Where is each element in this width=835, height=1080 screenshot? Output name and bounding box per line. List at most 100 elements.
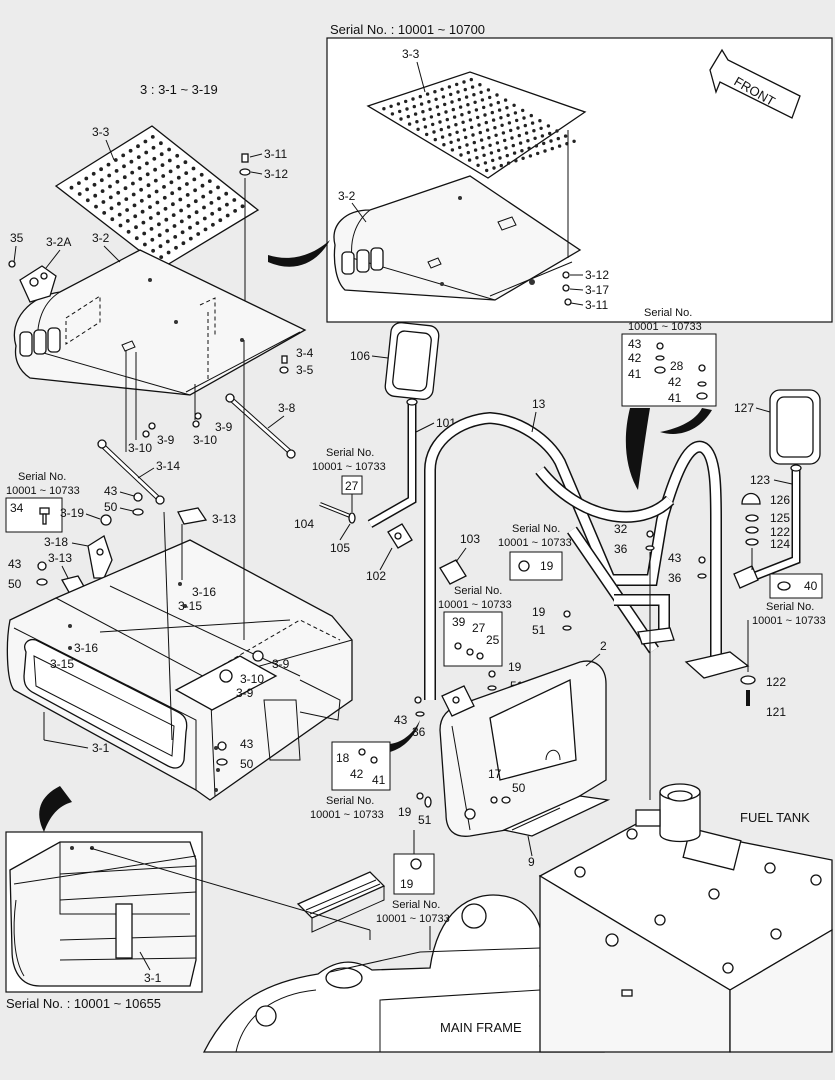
perforation-hole: [154, 189, 159, 194]
perforation-hole: [488, 143, 492, 147]
label-43-a: 43: [104, 484, 118, 498]
perforation-hole: [117, 201, 121, 206]
bolt-3-11: [239, 153, 251, 176]
perforation-hole: [106, 162, 111, 167]
perforation-hole: [440, 135, 445, 139]
perforation-hole: [517, 133, 521, 138]
perforation-hole: [151, 145, 156, 150]
perforation-hole: [441, 95, 446, 99]
perforation-hole: [425, 132, 429, 137]
perforation-hole: [162, 185, 166, 189]
perforation-hole: [140, 209, 145, 214]
label-3-15-a: 3-15: [178, 599, 202, 613]
perforation-hole: [449, 140, 453, 144]
perforation-hole: [495, 93, 499, 97]
label-3-2A: 3-2A: [46, 235, 71, 249]
perforation-hole: [534, 144, 539, 148]
perforation-hole: [483, 113, 487, 117]
perforation-hole: [77, 192, 82, 196]
label-3-11-inset: 3-11: [585, 298, 608, 312]
perforation-hole: [450, 148, 455, 152]
perforation-hole: [557, 144, 562, 148]
perforation-hole: [153, 178, 158, 183]
perforation-hole: [485, 168, 489, 173]
perforation-hole: [484, 120, 488, 125]
perforation-hole: [122, 164, 126, 169]
perforation-hole: [487, 136, 491, 140]
serial-18-title: Serial No.: [326, 795, 374, 807]
perforation-hole: [188, 236, 193, 241]
perforation-hole: [428, 107, 432, 112]
perforation-hole: [94, 204, 98, 209]
perforation-hole: [440, 87, 444, 92]
perforation-hole: [455, 130, 459, 134]
perforation-hole: [530, 121, 535, 125]
perforation-hole: [136, 155, 141, 160]
perforation-hole: [505, 153, 509, 158]
label-3-4: 3-4: [296, 346, 314, 360]
perforation-hole: [202, 205, 206, 210]
bracket-9: [501, 795, 611, 837]
serial-19-title: Serial No.: [512, 523, 560, 535]
perforation-hole: [467, 158, 472, 162]
perforation-hole: [485, 128, 490, 132]
label-104: 104: [294, 517, 314, 531]
label-3-13-b: 3-13: [48, 551, 72, 565]
perforation-hole: [506, 161, 511, 165]
label-28: 28: [670, 359, 684, 373]
perforation-hole: [225, 202, 229, 207]
label-18: 18: [336, 751, 350, 765]
perforation-hole: [449, 92, 453, 97]
label-127: 127: [734, 401, 754, 415]
perforation-hole: [168, 169, 173, 174]
perforation-hole: [423, 125, 428, 129]
latch-3-2A: [8, 260, 57, 303]
perforation-hole: [470, 125, 474, 130]
serial-27-title: Serial No.: [326, 447, 374, 459]
perforation-hole: [136, 144, 140, 149]
serial-18-range: 10001 ~ 10733: [310, 809, 384, 821]
perforation-hole: [84, 176, 89, 181]
perforation-hole: [177, 186, 182, 191]
label-103: 103: [460, 532, 480, 546]
mirror-106: [384, 322, 440, 400]
perforation-hole: [491, 158, 495, 163]
perforation-hole: [192, 177, 197, 182]
perforation-hole: [142, 231, 147, 236]
gas-spring-3-14: [97, 439, 165, 505]
perforation-hole: [548, 131, 552, 136]
perforation-hole: [501, 131, 506, 135]
perforation-hole: [510, 136, 514, 140]
label-123: 123: [750, 473, 770, 487]
perforation-hole: [448, 133, 452, 137]
perforation-hole: [503, 138, 507, 143]
perforation-hole: [438, 120, 442, 124]
knob-3-19: [100, 514, 112, 526]
perforation-hole: [433, 137, 437, 142]
perforation-hole: [145, 161, 149, 166]
perforation-hole: [454, 123, 458, 127]
perforation-hole: [152, 156, 157, 161]
perforation-hole: [464, 95, 469, 99]
perforation-hole: [148, 205, 152, 210]
perforation-hole: [443, 102, 447, 107]
perforation-hole: [170, 191, 175, 196]
perforation-hole: [185, 193, 190, 197]
serial-39-title: Serial No.: [454, 585, 502, 597]
side-cover-2: [439, 660, 607, 837]
perforation-hole: [478, 130, 482, 135]
perforation-hole: [518, 141, 523, 145]
perforation-hole: [390, 112, 395, 116]
label-3-1-a: 3-1: [92, 741, 110, 755]
serial-40-range: 10001 ~ 10733: [752, 615, 826, 627]
lower-callout-arrow: [39, 786, 72, 832]
label-43-b: 43: [8, 557, 22, 571]
bolt-104: [319, 502, 356, 524]
perforation-hole: [398, 109, 402, 114]
perforation-hole: [149, 227, 154, 231]
perforation-hole: [471, 133, 475, 137]
perforation-hole: [179, 219, 184, 224]
perforation-hole: [161, 174, 166, 178]
label-122-b: 122: [766, 675, 786, 689]
